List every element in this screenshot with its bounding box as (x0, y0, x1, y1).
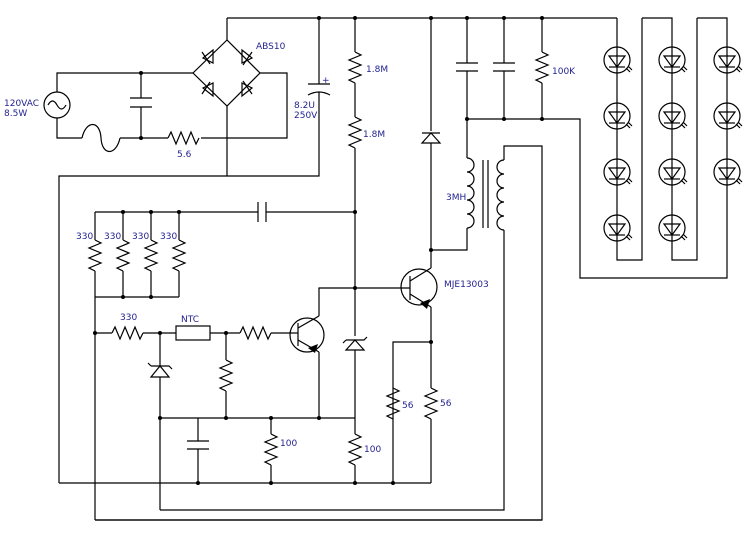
led-3-1 (713, 46, 741, 74)
led-3-2 (713, 102, 741, 130)
resistor-100-b (347, 418, 363, 483)
bulk-capacitor-rating: 250V (294, 111, 318, 121)
resistor-330-ntc-chain (94, 297, 292, 520)
ac-source-power-label: 8.5W (4, 109, 27, 119)
input-wiring (56, 72, 227, 139)
led-2-3 (658, 158, 686, 186)
led-array[interactable] (603, 18, 743, 279)
led-1-4 (603, 214, 631, 242)
led-3-3 (713, 158, 741, 186)
bulk-capacitor-plus: + (322, 76, 330, 86)
ac-source (43, 91, 71, 119)
dc-rail (227, 17, 728, 50)
resistor-1.8m-top (347, 18, 363, 117)
driver-transistor (289, 287, 355, 418)
zener-center (342, 336, 368, 418)
resistor-100-b-label: 100 (364, 445, 381, 455)
inductor-3mh (95, 119, 543, 521)
led-1-2 (603, 102, 631, 130)
zener-left (147, 333, 173, 510)
power-transistor (355, 250, 438, 342)
resistor-ntc-pulldown (218, 333, 234, 418)
resistor-bank-label-1: 330 (76, 232, 93, 242)
ntc-label: NTC (181, 315, 199, 325)
bulk-capacitor (58, 18, 331, 483)
led-column-3 (617, 46, 741, 279)
bridge-label: ABS10 (256, 42, 286, 52)
resistor-330b-label: 330 (120, 313, 137, 323)
snubber-caps (456, 18, 515, 119)
fuse-symbol (81, 123, 121, 153)
resistor-100-a (263, 418, 279, 483)
resistor-bank-label-2: 330 (104, 232, 121, 242)
capacitor-small (187, 418, 209, 483)
led-1-1 (603, 46, 631, 74)
resistor-56-left-label: 56 (402, 401, 414, 411)
resistor-100k-label: 100K (552, 67, 576, 77)
led-2-1 (658, 46, 686, 74)
led-column-1 (603, 18, 643, 261)
ac-source-voltage-label: 120VAC (4, 99, 39, 109)
power-transistor-label: MJE13003 (444, 280, 489, 290)
inductor-3mh-label: 3MH (446, 193, 466, 203)
resistor-5.6 (167, 130, 200, 146)
led-2-4 (658, 214, 686, 242)
emitter-resistors (385, 341, 439, 483)
resistor-bank-330 (87, 202, 355, 298)
bulk-capacitor-value: 8.2U (294, 101, 315, 111)
led-2-2 (658, 102, 686, 130)
led-1-3 (603, 158, 631, 186)
resistor-bank-label-4: 330 (160, 232, 177, 242)
resistor-100-a-label: 100 (280, 439, 297, 449)
resistor-56-right-label: 56 (440, 399, 452, 409)
resistor-100k (534, 18, 550, 119)
resistor-5.6-label: 5.6 (177, 150, 192, 160)
bridge-rectifier (192, 18, 288, 176)
resistor-1.8m-bottom (347, 116, 363, 336)
led-column-2 (658, 18, 698, 261)
resistor-bank-label-3: 330 (132, 232, 149, 242)
resistor-1.8m-bottom-label: 1.8M (363, 130, 385, 140)
resistor-1.8m-top-label: 1.8M (366, 65, 388, 75)
freewheel-diode (420, 18, 442, 250)
